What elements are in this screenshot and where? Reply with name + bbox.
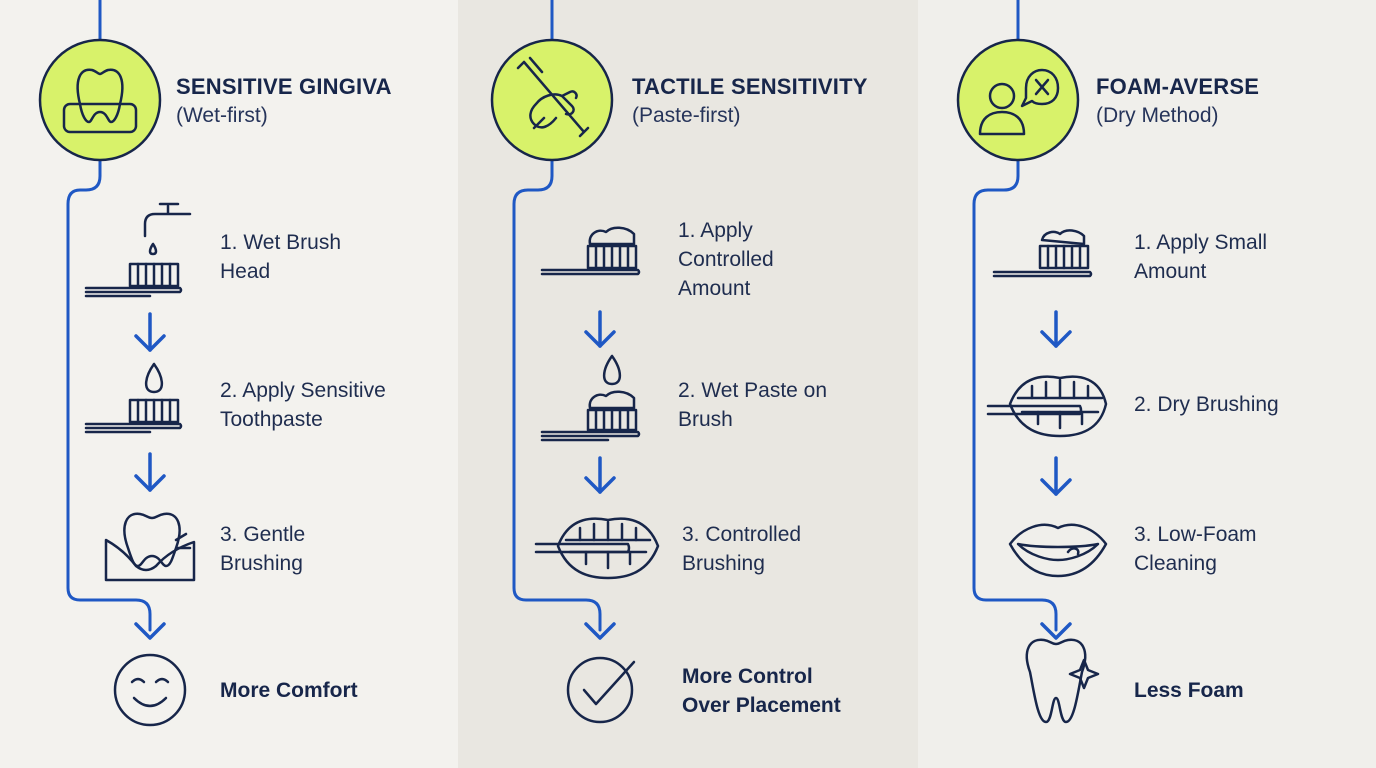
column-title: FOAM-AVERSE — [1096, 74, 1260, 99]
step-2-label: 2. Apply Sensitive Toothpaste — [220, 379, 386, 431]
flow-diagram-art — [38, 0, 196, 727]
flow-diagram-art — [956, 0, 1108, 724]
lips-icon — [1008, 523, 1108, 578]
column-subtitle: (Wet-first) — [176, 104, 268, 127]
tooth-gum-brushing-icon — [104, 512, 196, 582]
column-foam-averse: FOAM-AVERSE (Dry Method) 1. Apply Small … — [918, 0, 1376, 768]
result-label: More Control Over Placement — [682, 665, 841, 717]
flow-line — [66, 0, 166, 640]
result-label: More Comfort — [220, 679, 358, 702]
step-2-label: 2. Wet Paste on Brush — [678, 379, 828, 431]
person-no-foam-icon — [956, 38, 1080, 162]
step-3-label: 3. Low-Foam Cleaning — [1134, 523, 1257, 575]
hand-brush-icon — [490, 38, 614, 162]
step-3-label: 3. Controlled Brushing — [682, 523, 802, 575]
result-label: Less Foam — [1134, 679, 1244, 702]
column-subtitle: (Dry Method) — [1096, 104, 1219, 127]
step-2-label: 2. Dry Brushing — [1134, 393, 1279, 416]
column-title: SENSITIVE GINGIVA — [176, 74, 392, 99]
flow-diagram-art — [490, 0, 660, 724]
small-paste-brush-icon — [992, 229, 1093, 278]
column-sensitive-gingiva: SENSITIVE GINGIVA (Wet-first) 1. Wet Bru… — [0, 0, 458, 768]
step-1-label: 1. Wet Brush Head — [220, 231, 341, 283]
drop-brush-icon — [84, 362, 183, 434]
tooth-gum-icon — [38, 38, 162, 162]
flow-line — [972, 0, 1072, 640]
mouth-brush-icon — [534, 517, 660, 580]
column-title: TACTILE SENSITIVITY — [632, 74, 868, 99]
check-circle-icon — [566, 656, 636, 724]
column-tactile-sensitivity: TACTILE SENSITIVITY (Paste-first) 1. App… — [458, 0, 918, 768]
column-subtitle: (Paste-first) — [632, 104, 741, 127]
drop-paste-brush-icon — [540, 354, 641, 442]
step-3-label: 3. Gentle Brushing — [220, 523, 306, 575]
paste-brush-icon — [540, 226, 641, 276]
mouth-brush-icon — [986, 375, 1108, 438]
faucet-brush-icon — [84, 202, 192, 298]
flow-line — [512, 0, 616, 640]
step-1-label: 1. Apply Small Amount — [1134, 231, 1268, 283]
step-1-label: 1. Apply Controlled Amount — [678, 219, 774, 300]
smiley-icon — [113, 653, 187, 727]
sparkle-tooth-icon — [1025, 638, 1100, 724]
